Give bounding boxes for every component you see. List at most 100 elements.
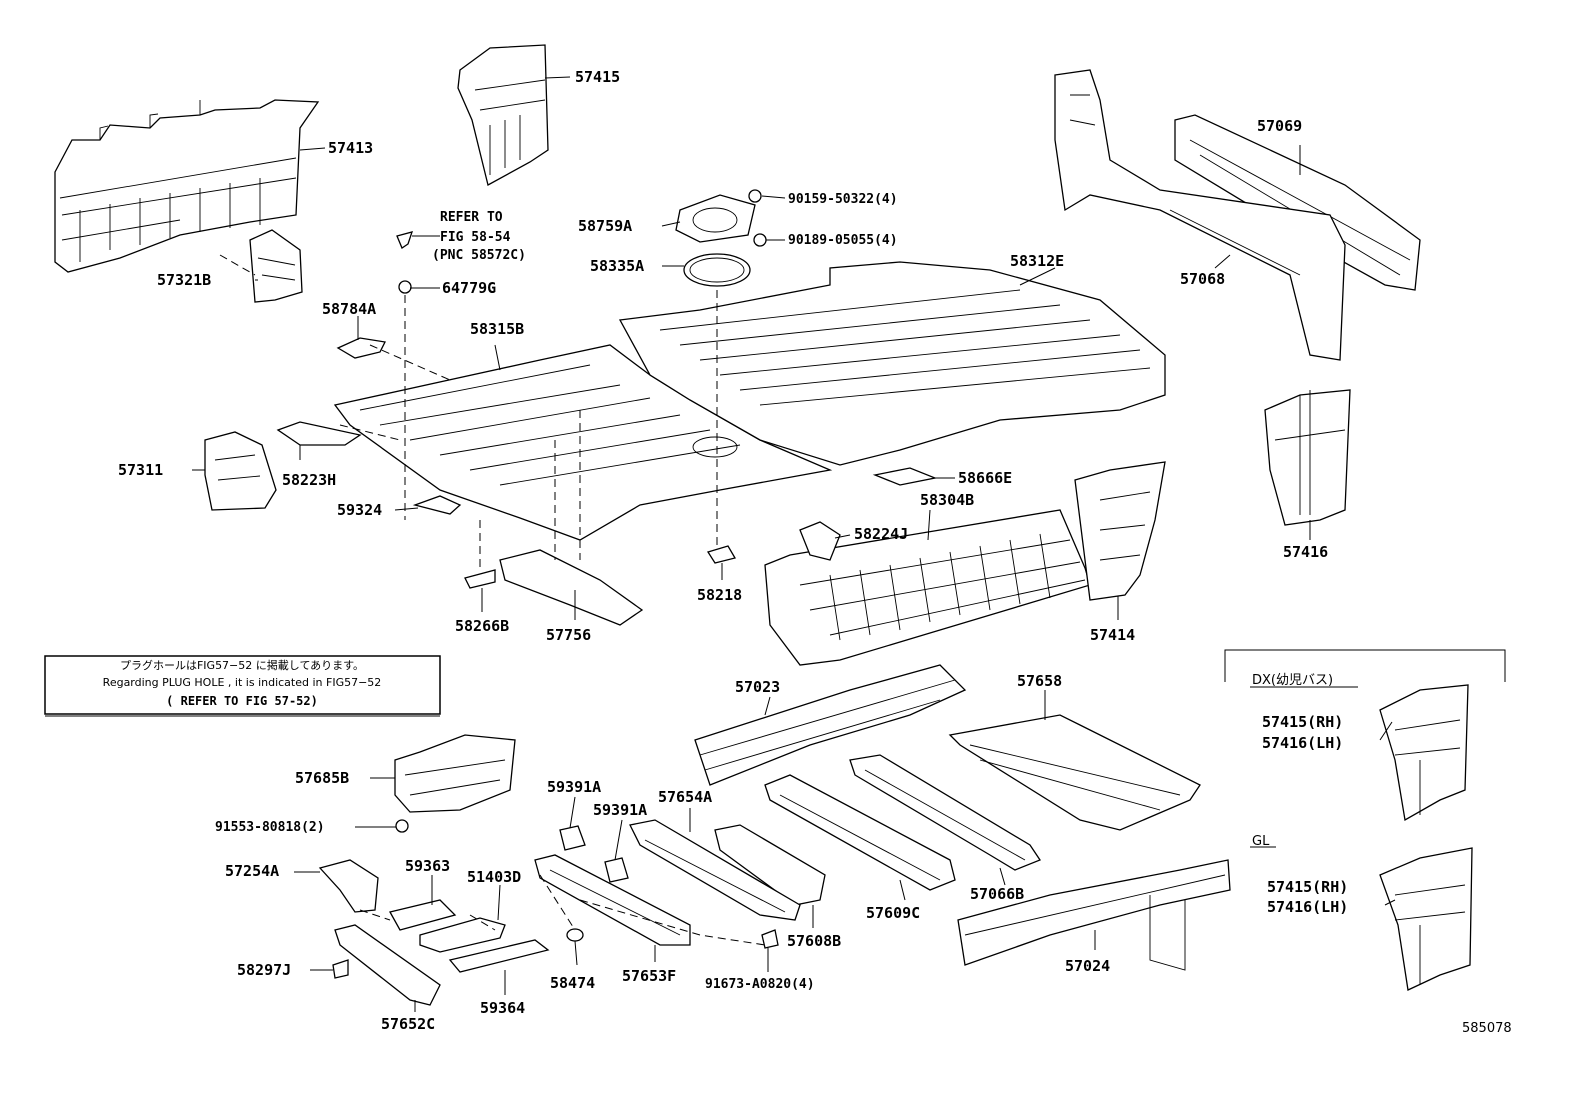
part-59364 (448, 939, 550, 973)
part-58759A (675, 194, 756, 243)
label-57416: 57416 (1283, 543, 1328, 561)
label-dx-57415: 57415(RH) (1262, 713, 1343, 731)
part-gl-57415-57416 (1379, 847, 1473, 991)
part-58266B (464, 569, 496, 589)
part-58312E (618, 261, 1166, 466)
note-line-3: ( REFER TO FIG 57-52) (166, 694, 318, 708)
figure-id: 585078 (1462, 1021, 1512, 1036)
label-57066B: 57066B (970, 885, 1024, 903)
label-dx-57416: 57416(LH) (1262, 734, 1343, 752)
label-59364: 59364 (480, 999, 525, 1017)
label-58218: 58218 (697, 586, 742, 604)
variant-bracket (1224, 649, 1506, 848)
label-57652C: 57652C (381, 1015, 435, 1033)
part-58666E (872, 467, 938, 486)
part-58784A (336, 337, 386, 359)
part-59363 (389, 899, 457, 931)
part-58297J (332, 959, 349, 979)
label-57254A: 57254A (225, 862, 279, 880)
part-58223H (276, 421, 362, 446)
label-57069: 57069 (1257, 117, 1302, 135)
part-57652C (334, 924, 441, 1006)
part-58474 (566, 928, 584, 942)
label-58784A: 58784A (322, 300, 376, 318)
label-57653F: 57653F (622, 967, 676, 985)
label-refer-pnc: (PNC 58572C) (432, 248, 526, 263)
label-gl-title: GL (1252, 834, 1270, 849)
label-58666E: 58666E (958, 469, 1012, 487)
part-57415 (457, 44, 549, 186)
part-57416 (1264, 389, 1351, 526)
part-57609C (764, 774, 956, 891)
plug-64779G (398, 280, 412, 294)
label-57023: 57023 (735, 678, 780, 696)
part-57608B (714, 824, 826, 906)
part-59391A-2 (604, 857, 629, 883)
part-57658 (948, 714, 1201, 831)
label-58266B: 58266B (455, 617, 509, 635)
note-line-1: プラグホールはFIG57−52 に掲載してあります。 (120, 658, 364, 672)
label-57321B: 57321B (157, 271, 211, 289)
label-58759A: 58759A (578, 217, 632, 235)
label-57658: 57658 (1017, 672, 1062, 690)
label-gl-57415: 57415(RH) (1267, 878, 1348, 896)
bolt-90189 (753, 233, 767, 247)
label-57311: 57311 (118, 461, 163, 479)
label-57685B: 57685B (295, 769, 349, 787)
part-57311 (204, 431, 277, 511)
label-58297J: 58297J (237, 961, 291, 979)
part-57068 (1054, 69, 1346, 361)
part-58224J (799, 521, 841, 561)
part-57756 (499, 549, 644, 626)
leader-lines (192, 76, 1396, 1012)
label-refer-to: REFER TO (440, 210, 503, 225)
clip-refer (396, 231, 413, 249)
label-59391A-1: 59391A (547, 778, 601, 796)
label-dx-title: DX(幼児バス) (1252, 673, 1333, 688)
part-58335A (683, 253, 751, 287)
part-57654A (629, 819, 801, 921)
part-57685B (394, 734, 516, 813)
label-57024: 57024 (1065, 957, 1110, 975)
label-gl-57416: 57416(LH) (1267, 898, 1348, 916)
label-58474: 58474 (550, 974, 595, 992)
label-58335A: 58335A (590, 257, 644, 275)
note-line-2: Regarding PLUG HOLE , it is indicated in… (103, 676, 382, 689)
label-59324: 59324 (337, 501, 382, 519)
part-57254A (318, 859, 379, 913)
part-dx-57415-57416 (1379, 684, 1469, 822)
part-59391A-1 (559, 825, 586, 851)
plug-hole-note: プラグホールはFIG57−52 に掲載してあります。 Regarding PLU… (44, 655, 441, 717)
part-57321B (249, 229, 303, 303)
label-58223H: 58223H (282, 471, 336, 489)
part-57414 (1074, 461, 1166, 601)
label-57608B: 57608B (787, 932, 841, 950)
label-58315B: 58315B (470, 320, 524, 338)
part-57024 (957, 859, 1231, 971)
part-59324 (412, 495, 462, 515)
label-57756: 57756 (546, 626, 591, 644)
label-59391A-2: 59391A (593, 801, 647, 819)
label-91553: 91553-80818(2) (215, 820, 325, 835)
label-refer-fig: FIG 58-54 (440, 230, 511, 245)
part-58315B (333, 344, 833, 541)
part-labels: 57413 57415 57321B 58784A 58315B 57311 5… (118, 68, 1512, 1036)
label-57654A: 57654A (658, 788, 712, 806)
part-57023 (694, 664, 967, 786)
part-57413 (54, 99, 320, 273)
label-51403D: 51403D (467, 868, 521, 886)
label-57068: 57068 (1180, 270, 1225, 288)
clip-91673 (761, 929, 779, 949)
label-91673: 91673-A0820(4) (705, 977, 815, 992)
label-90159: 90159-50322(4) (788, 192, 898, 207)
label-57415: 57415 (575, 68, 620, 86)
label-58224J: 58224J (854, 525, 908, 543)
label-57609C: 57609C (866, 904, 920, 922)
label-58312E: 58312E (1010, 252, 1064, 270)
bolt-91553 (395, 819, 409, 833)
assembly-lines (219, 254, 766, 946)
part-57653F (534, 854, 691, 946)
label-64779G: 64779G (442, 279, 496, 297)
